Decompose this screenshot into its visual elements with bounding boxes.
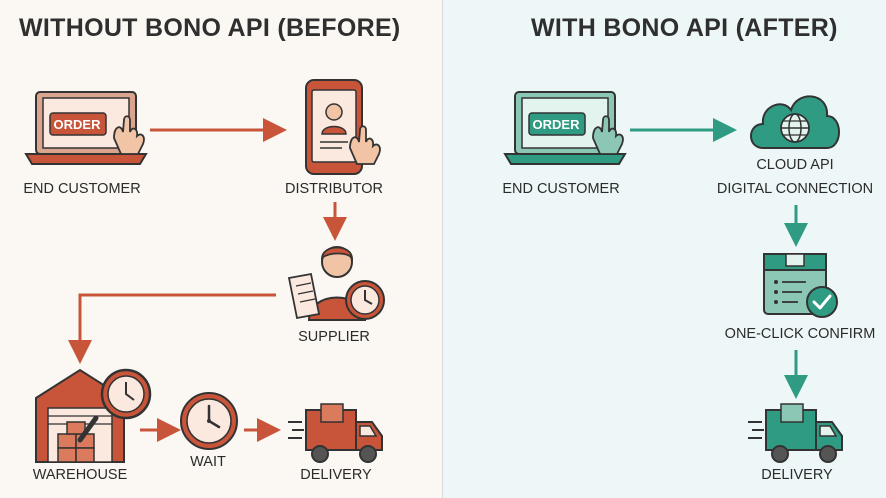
arrow-supplier-to-warehouse — [68, 293, 276, 364]
label-wait: WAIT — [190, 454, 226, 470]
cloud-icon — [750, 95, 840, 149]
laptop-icon-after — [503, 91, 627, 165]
confirm-icon — [763, 253, 838, 318]
panel-divider — [442, 0, 443, 498]
label-supplier: SUPPLIER — [298, 329, 370, 345]
before-title: WITHOUT BONO API (BEFORE) — [19, 14, 401, 42]
warehouse-icon — [35, 368, 152, 463]
phone-icon — [305, 79, 381, 175]
label-delivery-after: DELIVERY — [761, 467, 833, 483]
supplier-icon — [287, 246, 385, 321]
label-digital-connection: DIGITAL CONNECTION — [716, 181, 874, 197]
truck-icon — [288, 403, 383, 463]
order-button[interactable]: ORDER — [53, 117, 101, 132]
laptop-icon — [24, 91, 148, 165]
label-end-customer: END CUSTOMER — [23, 181, 141, 197]
label-warehouse: WAREHOUSE — [32, 467, 128, 483]
after-title: WITH BONO API (AFTER) — [531, 14, 838, 42]
clock-icon — [180, 392, 238, 450]
order-button-after[interactable]: ORDER — [532, 117, 580, 132]
truck-icon-after — [748, 403, 843, 463]
label-cloud-api: CLOUD API — [756, 157, 834, 173]
label-end-customer-after: END CUSTOMER — [502, 181, 620, 197]
label-one-click-confirm: ONE-CLICK CONFIRM — [724, 326, 876, 342]
label-delivery-before: DELIVERY — [300, 467, 372, 483]
label-distributor: DISTRIBUTOR — [284, 181, 384, 197]
